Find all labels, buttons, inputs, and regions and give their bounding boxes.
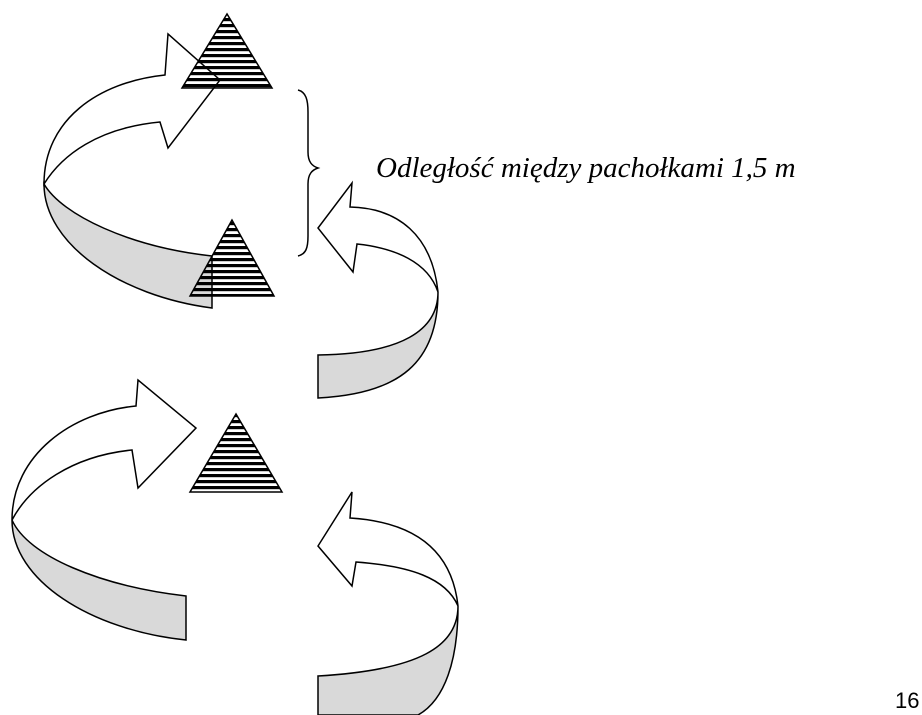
arrow-ribbon-front [11, 378, 198, 521]
cone-outline [180, 12, 274, 89]
arrow-ribbon-back [317, 291, 439, 399]
arrow-ribbon-back [11, 519, 187, 641]
arrow-around-cone-1 [43, 32, 222, 309]
arrow-around-cone-3 [11, 378, 198, 641]
arrow-ribbon-front [43, 32, 222, 187]
page-number: 16 [895, 688, 920, 713]
distance-brace [297, 89, 321, 257]
cone-1 [180, 12, 274, 89]
cone-stripes [190, 414, 282, 492]
cone-stripes [190, 220, 274, 296]
arrow-bottom-right [317, 491, 459, 715]
arrow-ribbon-back [43, 181, 213, 309]
arrow-ribbon-front [317, 180, 439, 293]
cone-stripes [182, 14, 272, 88]
arrow-ribbon-back [317, 605, 459, 715]
arrow-around-cone-2 [317, 180, 439, 399]
cone-outline [188, 412, 284, 493]
cone-2 [188, 218, 276, 297]
cone-outline [188, 218, 276, 297]
cone-3 [188, 412, 284, 493]
arrow-ribbon-front [317, 491, 459, 607]
distance-caption: Odległość między pachołkami 1,5 m [376, 152, 796, 184]
